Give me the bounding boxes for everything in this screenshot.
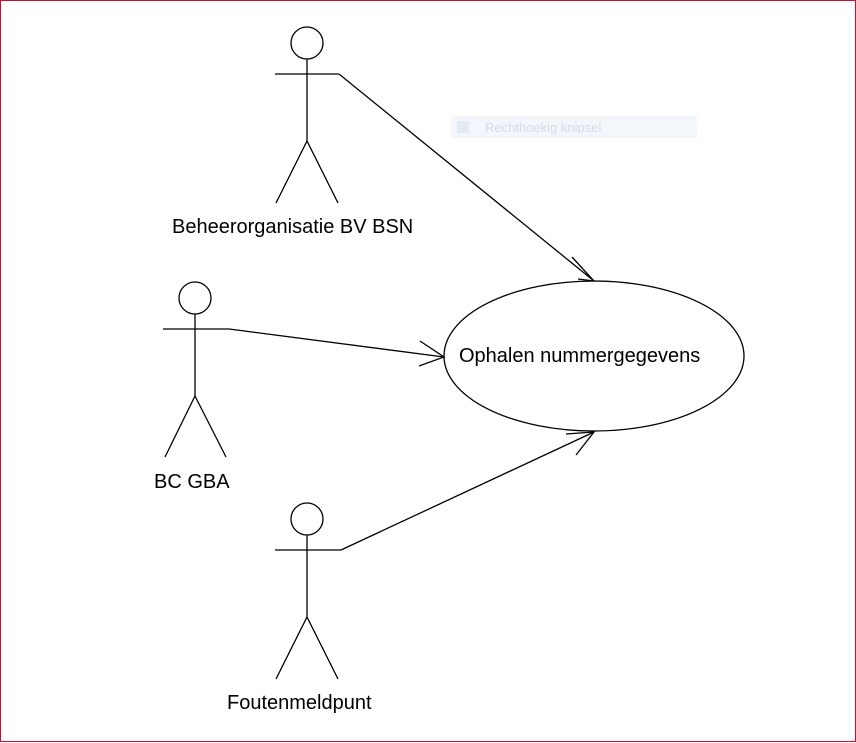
actor-left-leg [164,395,196,458]
arrowhead-fouten [565,431,596,456]
actor-left-leg [275,616,308,680]
actor-right-leg [306,140,339,204]
association-beheer[interactable] [338,73,595,282]
actor-bc-gba[interactable] [163,281,229,458]
actor-left-leg [275,140,308,204]
snip-hint-label: Rechthoekig knipsel [485,119,602,135]
actor-label-bcgba: BC GBA [154,471,230,493]
actor-right-leg [194,395,227,458]
association-fouten[interactable] [340,431,595,551]
snip-hint: Rechthoekig knipsel [451,116,697,138]
actor-right-leg [306,616,339,680]
arrowhead-bcgba [418,340,446,367]
actor-label-beheer: Beheerorganisatie BV BSN [172,216,414,238]
snip-icon [457,121,469,133]
association-bcgba[interactable] [228,328,445,358]
actor-head [290,502,324,536]
actor-beheerorganisatie[interactable] [275,26,339,204]
actor-label-fouten: Foutenmeldpunt [227,692,372,714]
actor-head [290,26,324,60]
actor-foutenmeldpunt[interactable] [275,502,341,680]
arrowhead-beheer [571,256,596,282]
actor-head [178,281,212,315]
use-case-label: Ophalen nummergegevens [459,345,701,367]
